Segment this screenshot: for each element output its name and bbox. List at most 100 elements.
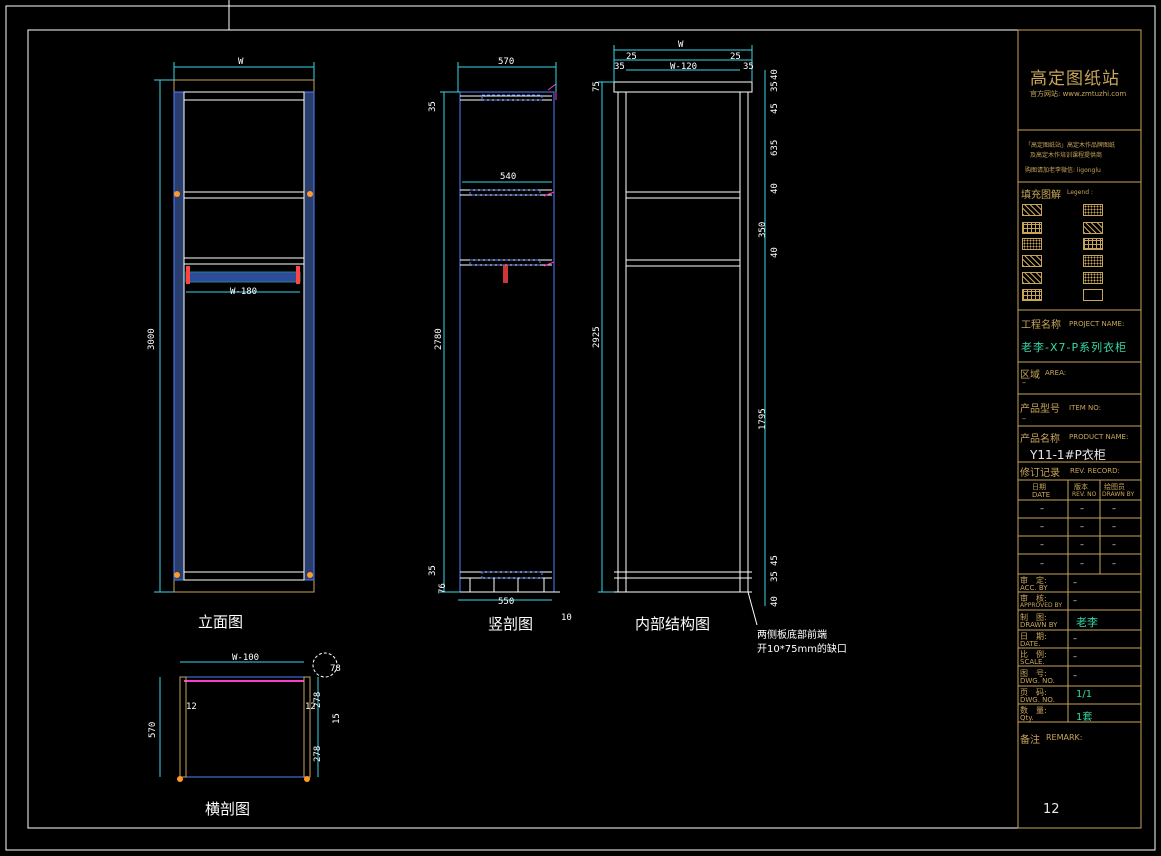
dim-internal-r9: 35 <box>770 571 780 582</box>
legend-swatch <box>1022 272 1042 284</box>
legend-swatch <box>1022 238 1042 250</box>
dim-internal-r1: 35 <box>770 81 780 92</box>
legend-label: 填充图解 <box>1021 190 1061 201</box>
sign-scale-en: SCALE. <box>1020 658 1045 666</box>
sign-scale-cn: 比 例: <box>1020 650 1047 659</box>
elevation-view <box>154 62 315 593</box>
rev-header-date-cn: 日期 <box>1032 483 1046 491</box>
dim-internal-width: W <box>678 40 684 50</box>
sign-date-value: – <box>1073 634 1077 643</box>
project-label-en: PROJECT NAME: <box>1069 320 1125 328</box>
project-value: 老李-X7-P系列衣柜 <box>1021 341 1128 354</box>
section-view <box>440 62 560 601</box>
item-label-en: ITEM NO: <box>1069 404 1102 412</box>
plan-foot <box>177 776 183 782</box>
dim-elevation-width: W <box>238 57 244 67</box>
sign-approved-cn: 审 核: <box>1020 594 1047 603</box>
area-value: – <box>1022 378 1026 387</box>
section-body <box>459 91 555 593</box>
rev-cell: – <box>1112 540 1116 549</box>
legend-swatch <box>1022 204 1042 216</box>
dim-internal-r7: 1795 <box>758 408 768 430</box>
rev-cell: – <box>1080 540 1084 549</box>
dim-section-depth-bottom: 550 <box>498 597 515 607</box>
plan-foot <box>304 776 310 782</box>
dim-section-base: 76 <box>438 583 448 594</box>
legend-swatch <box>1083 289 1103 301</box>
sign-dwg-en: DWG. NO. <box>1020 677 1055 685</box>
elevation-top-panel <box>173 79 315 93</box>
sign-page-cn: 页 码: <box>1020 688 1047 697</box>
plan-view <box>159 652 338 782</box>
area-label: 区域 <box>1020 370 1040 381</box>
dim-elevation-height: 3000 <box>147 328 157 350</box>
legend-swatch <box>1022 222 1042 234</box>
hinge-mark <box>174 572 180 578</box>
dim-internal-r10: 40 <box>770 596 780 607</box>
dim-internal-base: 75 <box>592 81 602 92</box>
dim-internal-right: 25 <box>730 52 741 62</box>
dim-section-shelf: 540 <box>500 172 517 182</box>
dim-section-height: 2780 <box>434 328 444 350</box>
sign-approved-en: APPROVED BY <box>1020 602 1063 609</box>
rev-cell: – <box>1040 540 1044 549</box>
section-title: 竖剖图 <box>488 615 534 633</box>
rev-header-drawn-cn: 绘图员 <box>1104 483 1125 491</box>
rev-cell: – <box>1112 522 1116 531</box>
dim-internal-l2: 35 <box>614 62 625 72</box>
legend-swatch <box>1022 289 1042 301</box>
notice-line-3: 购图请加老李微信: ligonglu <box>1025 167 1101 174</box>
internal-view <box>598 45 766 626</box>
product-label-en: PRODUCT NAME: <box>1069 433 1129 441</box>
sign-approved-value: – <box>1073 596 1077 605</box>
rev-label: 修订记录 <box>1020 468 1060 479</box>
rev-cell: – <box>1080 522 1084 531</box>
rev-cell: – <box>1040 522 1044 531</box>
sign-dwg-cn: 图 号: <box>1020 669 1047 678</box>
plan-outline <box>179 676 311 778</box>
dim-plan-r2: 278 <box>313 745 323 762</box>
sign-page-en: DWG. NO. <box>1020 696 1055 704</box>
rev-cell: – <box>1040 559 1044 568</box>
dim-section-foot: 10 <box>561 613 572 623</box>
sign-drawn-cn: 制 图: <box>1020 613 1047 622</box>
dim-elevation-inner: W-180 <box>230 287 258 297</box>
area-label-en: AREA: <box>1045 369 1067 377</box>
dim-plan-r1: 278 <box>313 691 323 708</box>
dim-internal-r4: 40 <box>770 183 780 194</box>
brand-website: 官方网站: www.zmtuzhi.com <box>1030 90 1127 98</box>
internal-note-1: 两侧板底部前端 <box>757 630 827 641</box>
rev-header-rev-cn: 版本 <box>1074 483 1088 491</box>
dim-section-depth-top: 570 <box>498 57 515 67</box>
rev-cell: – <box>1040 504 1044 513</box>
rev-cell: – <box>1112 504 1116 513</box>
rev-cell: – <box>1080 504 1084 513</box>
hinge-mark <box>174 191 180 197</box>
sign-date-en: DATE. <box>1020 640 1041 648</box>
page-number: 12 <box>1043 802 1060 817</box>
dim-plan-gap: 15 <box>332 713 342 724</box>
hanging-rod-mark <box>503 265 508 283</box>
rev-header-date-en: DATE <box>1032 491 1051 499</box>
product-label: 产品名称 <box>1020 434 1060 445</box>
sign-page-value: 1/1 <box>1076 689 1093 700</box>
plan-title: 横剖图 <box>205 800 251 818</box>
dim-internal-inner: W-120 <box>670 62 698 72</box>
dim-internal-height: 2925 <box>592 326 602 348</box>
remark-label: 备注 <box>1020 735 1040 746</box>
project-label: 工程名称 <box>1021 320 1061 331</box>
legend-swatch <box>1083 222 1103 234</box>
internal-top-panel <box>613 81 753 93</box>
item-label: 产品型号 <box>1020 404 1060 415</box>
sign-qty-en: Qty. <box>1020 714 1034 722</box>
brand-name: 高定图纸站 <box>1030 69 1120 89</box>
title-block-grid <box>1017 29 1142 829</box>
rev-label-en: REV. RECORD: <box>1070 467 1120 475</box>
dim-internal-r2: 35 <box>743 62 754 72</box>
detail-callout <box>312 652 338 678</box>
outer-frame <box>5 5 1156 851</box>
dim-internal-r8: 45 <box>770 555 780 566</box>
hinge-mark <box>307 191 313 197</box>
dim-section-bottom: 35 <box>428 565 438 576</box>
